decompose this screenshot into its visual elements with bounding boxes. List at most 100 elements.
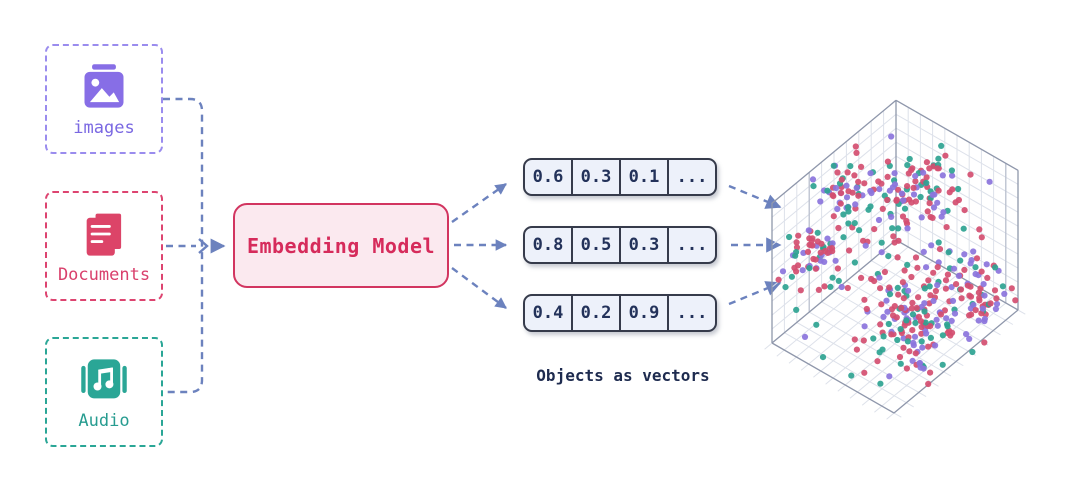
embedding-point [929,214,936,221]
embedding-point [934,322,941,329]
embedding-point [976,226,983,233]
embedding-point [795,232,802,239]
embedding-point [912,173,919,180]
embedding-point [845,220,852,227]
embedding-point [835,277,842,284]
embedding-point [830,213,837,220]
embedding-point [928,242,935,249]
embedding-point [993,295,1000,302]
embedding-point [880,333,887,340]
embedding-point [949,297,957,304]
embedding-point [900,344,907,351]
embedding-point [893,314,900,321]
embedding-point [901,322,908,329]
embedding-point [801,333,809,340]
embedding-point [853,184,860,192]
vector-cell: 0.1 [619,158,669,196]
embedding-point [901,267,908,274]
embedding-point [904,338,912,345]
embedding-point [889,225,896,232]
embedding-point [878,180,885,187]
embedding-point [913,304,920,312]
embedding-point [906,155,913,163]
embedding-point [945,249,952,256]
embedding-point [868,275,875,283]
embedding-point [922,319,929,326]
embedding-point [779,268,787,275]
vector-cell: 0.4 [523,294,573,332]
embedding-point [834,265,842,272]
embedding-point [888,213,895,220]
embedding-point [910,339,917,346]
embedding-point [920,169,927,176]
embedding-point [883,297,890,304]
embedding-point [775,276,782,283]
embedding-point [929,191,936,198]
embedding-point [877,285,884,292]
embedding-point [944,323,951,330]
embedding-point [895,186,902,193]
embedding-point [949,172,956,179]
document-icon [86,211,124,256]
embedding-point [793,306,800,313]
embedding-point [878,249,885,256]
embedding-point [967,293,975,300]
embedding-point [909,357,916,364]
embedding-point [967,171,974,178]
embedding-point [961,266,968,273]
source-box-audio: Audio [45,337,163,447]
embedding-point [878,301,885,308]
embedding-point [884,158,892,165]
embedding-point [966,335,973,342]
embedding-point [871,226,878,233]
embedding-point [838,283,845,291]
embedding-point [930,204,938,211]
embedding-model-box: Embedding Model [233,203,449,288]
embedding-point [935,187,942,194]
embedding-point [951,310,959,317]
vector-cell: 0.2 [571,294,621,332]
embedding-point [932,287,940,295]
embedding-point [932,342,939,349]
embedding-point [898,190,906,197]
embedding-point [943,315,950,322]
embedding-point [886,291,894,298]
embedding-point [942,152,949,159]
embedding-point [817,257,824,264]
embedding-point [978,310,985,317]
embedding-point [824,235,831,242]
embedding-point [895,291,902,298]
embedding-point [884,196,891,204]
embedding-point [793,244,801,251]
embedding-point [981,292,988,299]
embedding-point [834,205,841,213]
source-box-documents: Documents [45,191,163,301]
embedding-point [878,239,885,246]
embedding-point [877,321,884,328]
embedding-point [972,271,979,278]
embedding-point [837,200,844,207]
embedding-point [920,248,927,255]
embedding-point [975,317,982,324]
embedding-point [874,358,881,365]
embedding-point [955,272,963,279]
embedding-point [924,208,931,215]
embedding-point [888,331,895,338]
embedding-point [948,317,955,324]
embedding-point [819,354,827,361]
embedding-point [852,201,859,208]
embedding-point [937,311,945,318]
embedding-point [906,196,913,203]
embedding-point [835,224,842,232]
embedding-point [899,279,907,286]
embedding-point [812,256,819,263]
embedding-point [904,225,911,232]
embedding-point [810,183,817,190]
embedding-point [908,166,915,174]
embedding-point [942,277,950,284]
embedding-point [855,178,862,185]
vectors-caption: Objects as vectors [536,366,710,385]
embedding-point [918,214,925,221]
embedding-point [875,216,883,224]
